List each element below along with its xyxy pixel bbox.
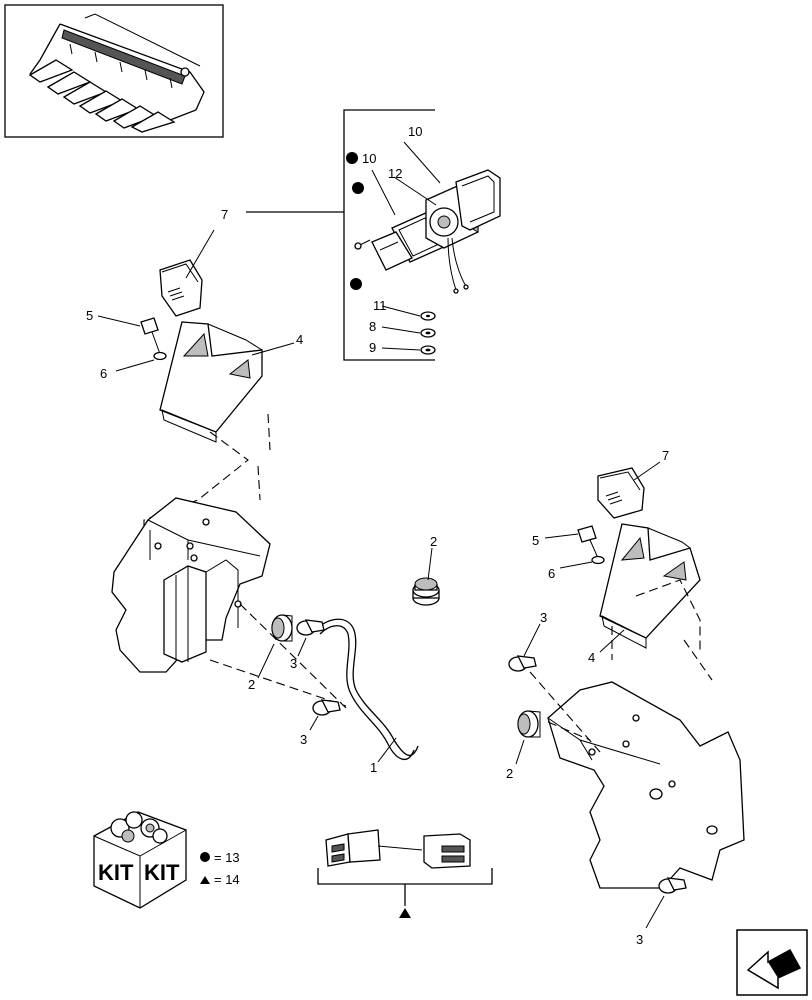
header-thumbnail (4, 4, 224, 138)
callout-3-right-lower: 3 (636, 932, 643, 947)
callout-7-left: 7 (221, 207, 228, 222)
callout-3-right-upper: 3 (540, 610, 547, 625)
kit-label-left: KIT (98, 860, 134, 885)
callout-12: 12 (388, 166, 402, 181)
clip-right-upper (508, 655, 537, 672)
kit-label-right: KIT (144, 860, 180, 885)
legend-triangle-text: = 14 (214, 872, 240, 887)
next-page-button[interactable] (736, 929, 808, 996)
callout-8: 8 (369, 319, 376, 334)
callout-7-right: 7 (662, 448, 669, 463)
clip-right-lower (658, 877, 687, 894)
lamp-detail-inset: 10 10 12 11 8 9 (246, 109, 501, 361)
connector-kit (317, 829, 493, 918)
kit-legend: KIT KIT = 13 = 14 (93, 811, 240, 909)
callout-2-center: 2 (430, 534, 437, 549)
kit-box-icon: KIT KIT (93, 811, 187, 909)
legend-circle-text: = 13 (214, 850, 240, 865)
callout-6-right: 6 (548, 566, 555, 581)
clip-left-upper (296, 619, 325, 636)
callout-11: 11 (373, 298, 387, 313)
callout-10-left: 10 (362, 151, 376, 166)
next-page-arrow-icon (746, 948, 802, 990)
right-frame: 3 2 3 (506, 579, 745, 947)
left-frame (111, 413, 347, 709)
callout-1: 1 (370, 760, 377, 775)
callout-4-left: 4 (296, 332, 303, 347)
callout-9: 9 (369, 340, 376, 355)
clip-left-lower (312, 699, 341, 716)
corn-header-thumbnail-icon (28, 13, 205, 133)
callout-2-right: 2 (506, 766, 513, 781)
callout-6-left: 6 (100, 366, 107, 381)
callout-3-left-lower: 3 (300, 732, 307, 747)
callout-10-top: 10 (408, 124, 422, 139)
left-lamp-assembly: 7 4 5 6 (86, 207, 303, 443)
callout-4-right: 4 (588, 650, 595, 665)
right-lamp-assembly: 7 4 5 6 (532, 448, 701, 665)
callout-2-left: 2 (248, 677, 255, 692)
callout-3-left-upper: 3 (290, 656, 297, 671)
callout-5-right: 5 (532, 533, 539, 548)
circle-symbol-icon (200, 852, 210, 862)
callout-5-left: 5 (86, 308, 93, 323)
grommet-right (517, 710, 541, 738)
grommet-center (412, 577, 440, 606)
triangle-symbol-icon (200, 876, 210, 884)
grommet-left (271, 614, 293, 642)
harness-center: 1 2 3 3 2 (248, 534, 440, 775)
